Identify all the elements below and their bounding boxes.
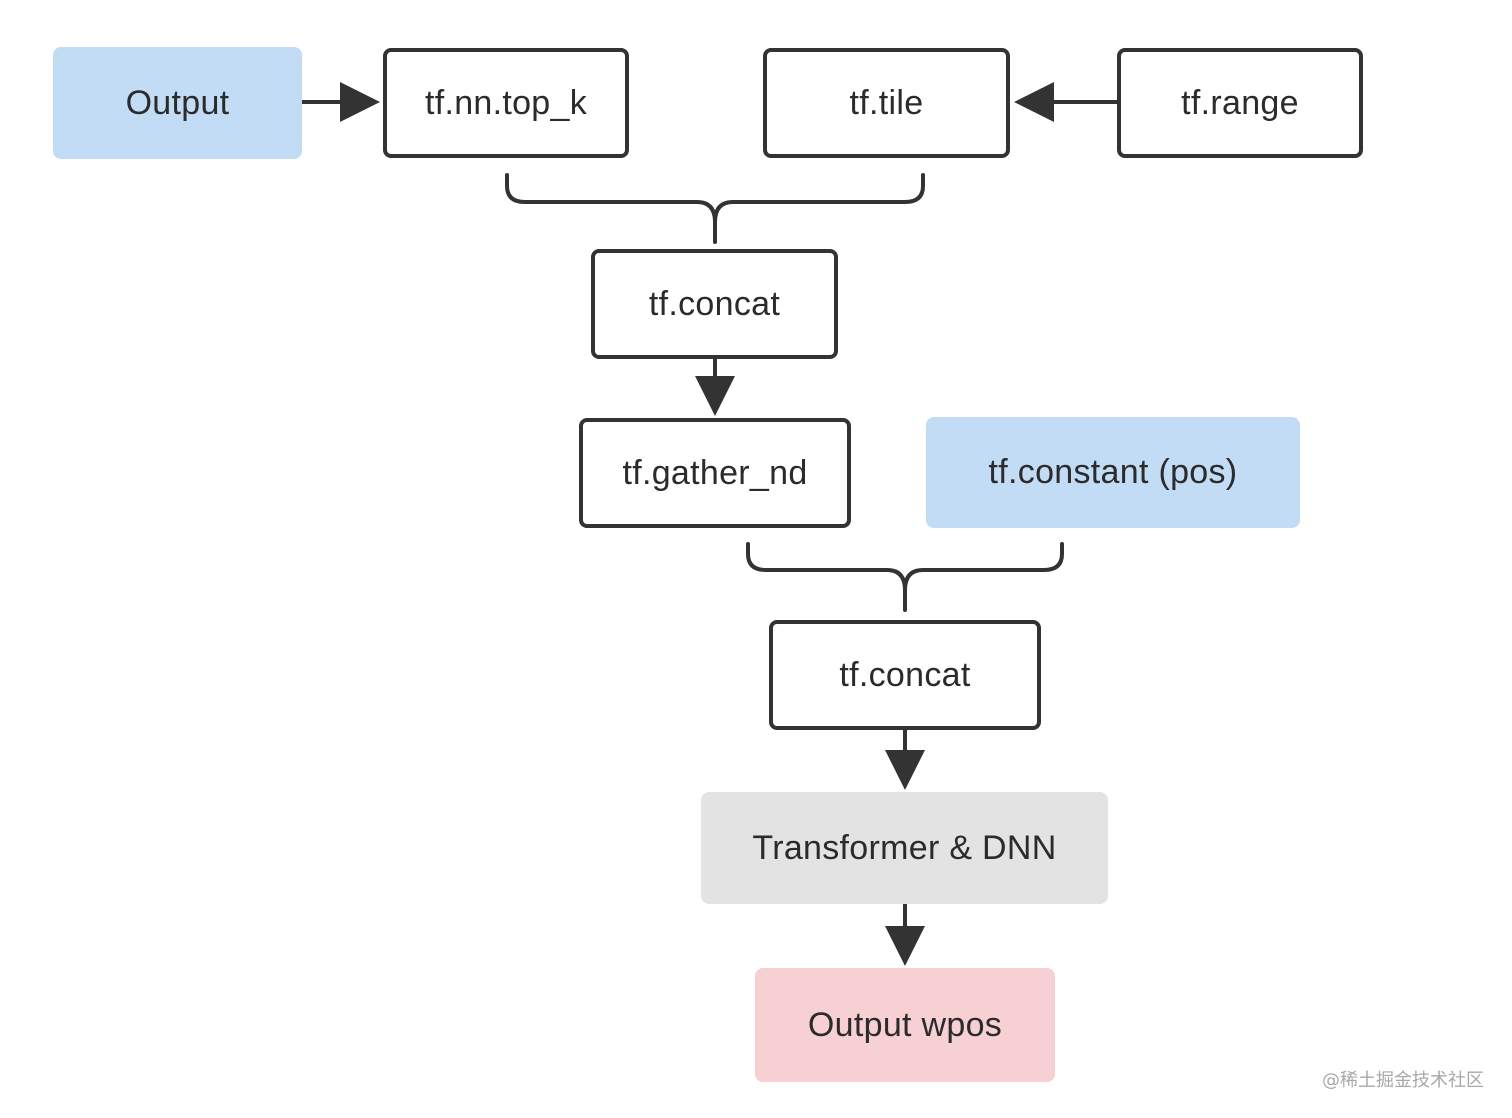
- watermark-text: @稀土掘金技术社区: [1322, 1070, 1484, 1091]
- node-constant-pos: tf.constant (pos): [926, 417, 1300, 528]
- node-transformer-dnn: Transformer & DNN: [701, 792, 1108, 904]
- node-gather-nd: tf.gather_nd: [579, 418, 851, 528]
- node-tile: tf.tile: [763, 48, 1010, 158]
- node-range: tf.range: [1117, 48, 1363, 158]
- brace-merge-gather-constant: [746, 542, 1064, 612]
- node-output-wpos: Output wpos: [755, 968, 1055, 1082]
- node-concat-1: tf.concat: [591, 249, 838, 359]
- node-concat-2: tf.concat: [769, 620, 1041, 730]
- node-output: Output: [53, 47, 302, 159]
- brace-merge-topk-tile: [505, 173, 925, 244]
- node-top-k: tf.nn.top_k: [383, 48, 629, 158]
